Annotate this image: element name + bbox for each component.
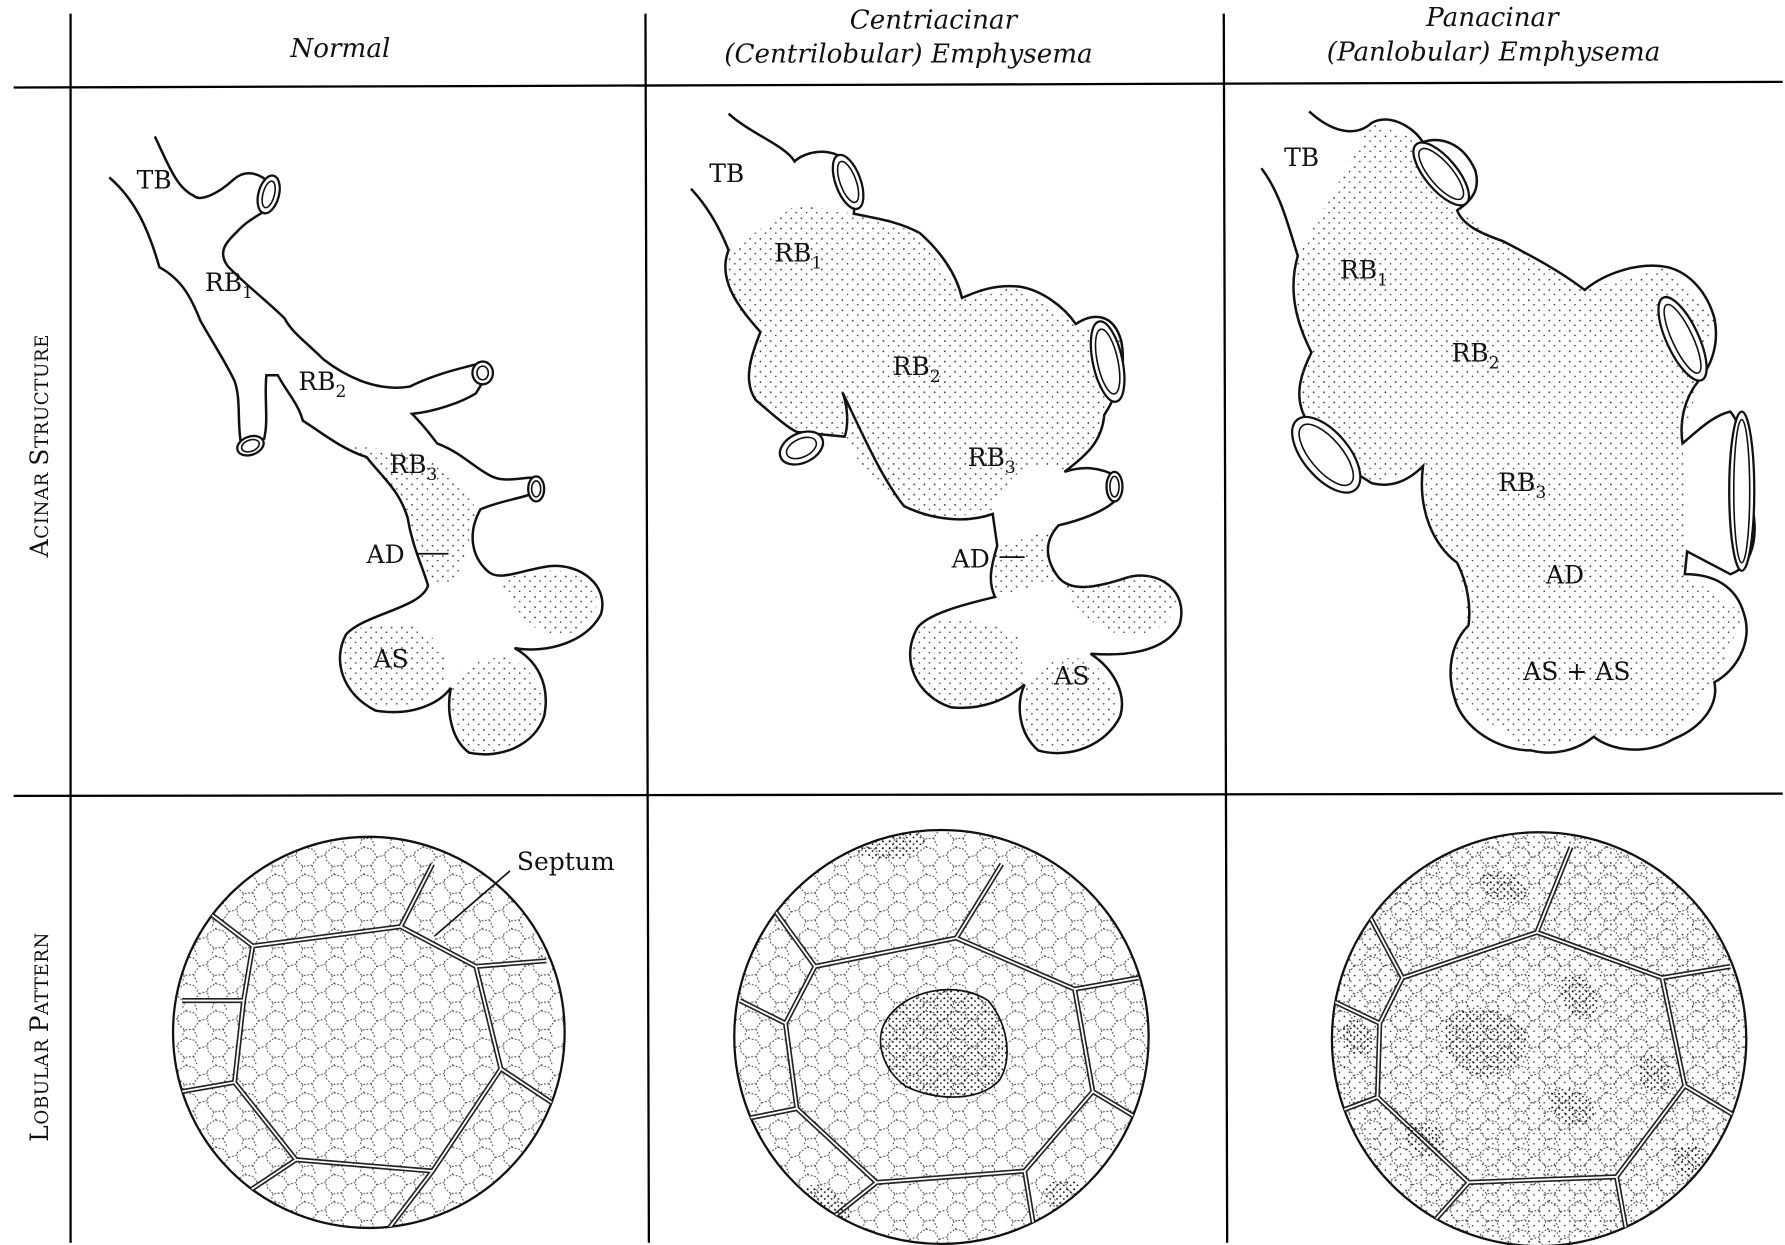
lobule-panacinar [1332, 832, 1746, 1245]
label-subscript: 3 [1005, 458, 1016, 478]
lobule-centriacinar [734, 823, 1150, 1244]
column-header-line2: (Panlobular) Emphysema [1327, 37, 1661, 67]
label-tb: TB [1284, 143, 1319, 172]
label-ad: AD [366, 540, 405, 569]
label-subscript: 1 [1377, 270, 1388, 290]
label-subscript: 2 [930, 367, 941, 387]
row-label-cap: L [25, 1125, 54, 1142]
label-subscript: 1 [242, 283, 253, 303]
label-as-plus-as: AS + AS [1522, 657, 1630, 686]
centriacinar-acinus-illustration [691, 114, 1181, 753]
row-label-rest: ATTERN [32, 932, 53, 1016]
label-rb-text: RB [389, 450, 426, 479]
column-header-line1: Centriacinar [850, 5, 1019, 35]
normal-acinus-illustration [109, 136, 602, 754]
label-rb-text: RB [1498, 468, 1535, 497]
label-subscript: 2 [1489, 353, 1500, 373]
row-label-rest: OBULAR [32, 1032, 53, 1124]
panacinar-acinus-illustration [1261, 111, 1754, 752]
label-rb-text: RB [1340, 256, 1377, 285]
label-tb: TB [137, 166, 172, 195]
label-rb-text: RB [298, 367, 335, 396]
column-header-normal: Normal [289, 34, 390, 64]
lobule-normal [173, 837, 569, 1228]
row-label-lobular-pattern: LOBULAR PATTERN [25, 932, 54, 1142]
label-rb-text: RB [968, 443, 1005, 472]
label-as: AS [1053, 661, 1089, 690]
label-subscript: 1 [811, 253, 822, 273]
label-ad: AD [1545, 560, 1584, 589]
column-header-line2: (Centrilobular) Emphysema [724, 40, 1092, 70]
row-label-rest: CINAR [32, 466, 53, 539]
label-tb: TB [709, 159, 744, 188]
label-subscript: 3 [1535, 483, 1546, 503]
column-header-panacinar: Panacinar (Panlobular) Emphysema [1327, 3, 1661, 67]
column-header-centriacinar: Centriacinar (Centrilobular) Emphysema [724, 5, 1092, 69]
column-header-line1: Panacinar [1425, 3, 1560, 33]
label-rb-text: RB [893, 352, 930, 381]
label-as: AS [372, 644, 408, 673]
row-label-cap: A [25, 538, 54, 558]
label-subscript: 2 [336, 382, 347, 402]
row-label-rest: TRUCTURE [32, 334, 53, 448]
label-subscript: 3 [427, 465, 438, 485]
label-rb-text: RB [774, 239, 811, 268]
row-label-cap: P [25, 1015, 54, 1032]
label-septum: Septum [517, 847, 615, 876]
label-ad: AD [951, 544, 990, 573]
row-label-acinar-structure: ACINAR STRUCTURE [25, 334, 54, 558]
label-rb-text: RB [205, 268, 242, 297]
row-label-cap: S [25, 448, 54, 466]
label-rb-text: RB [1451, 339, 1488, 368]
